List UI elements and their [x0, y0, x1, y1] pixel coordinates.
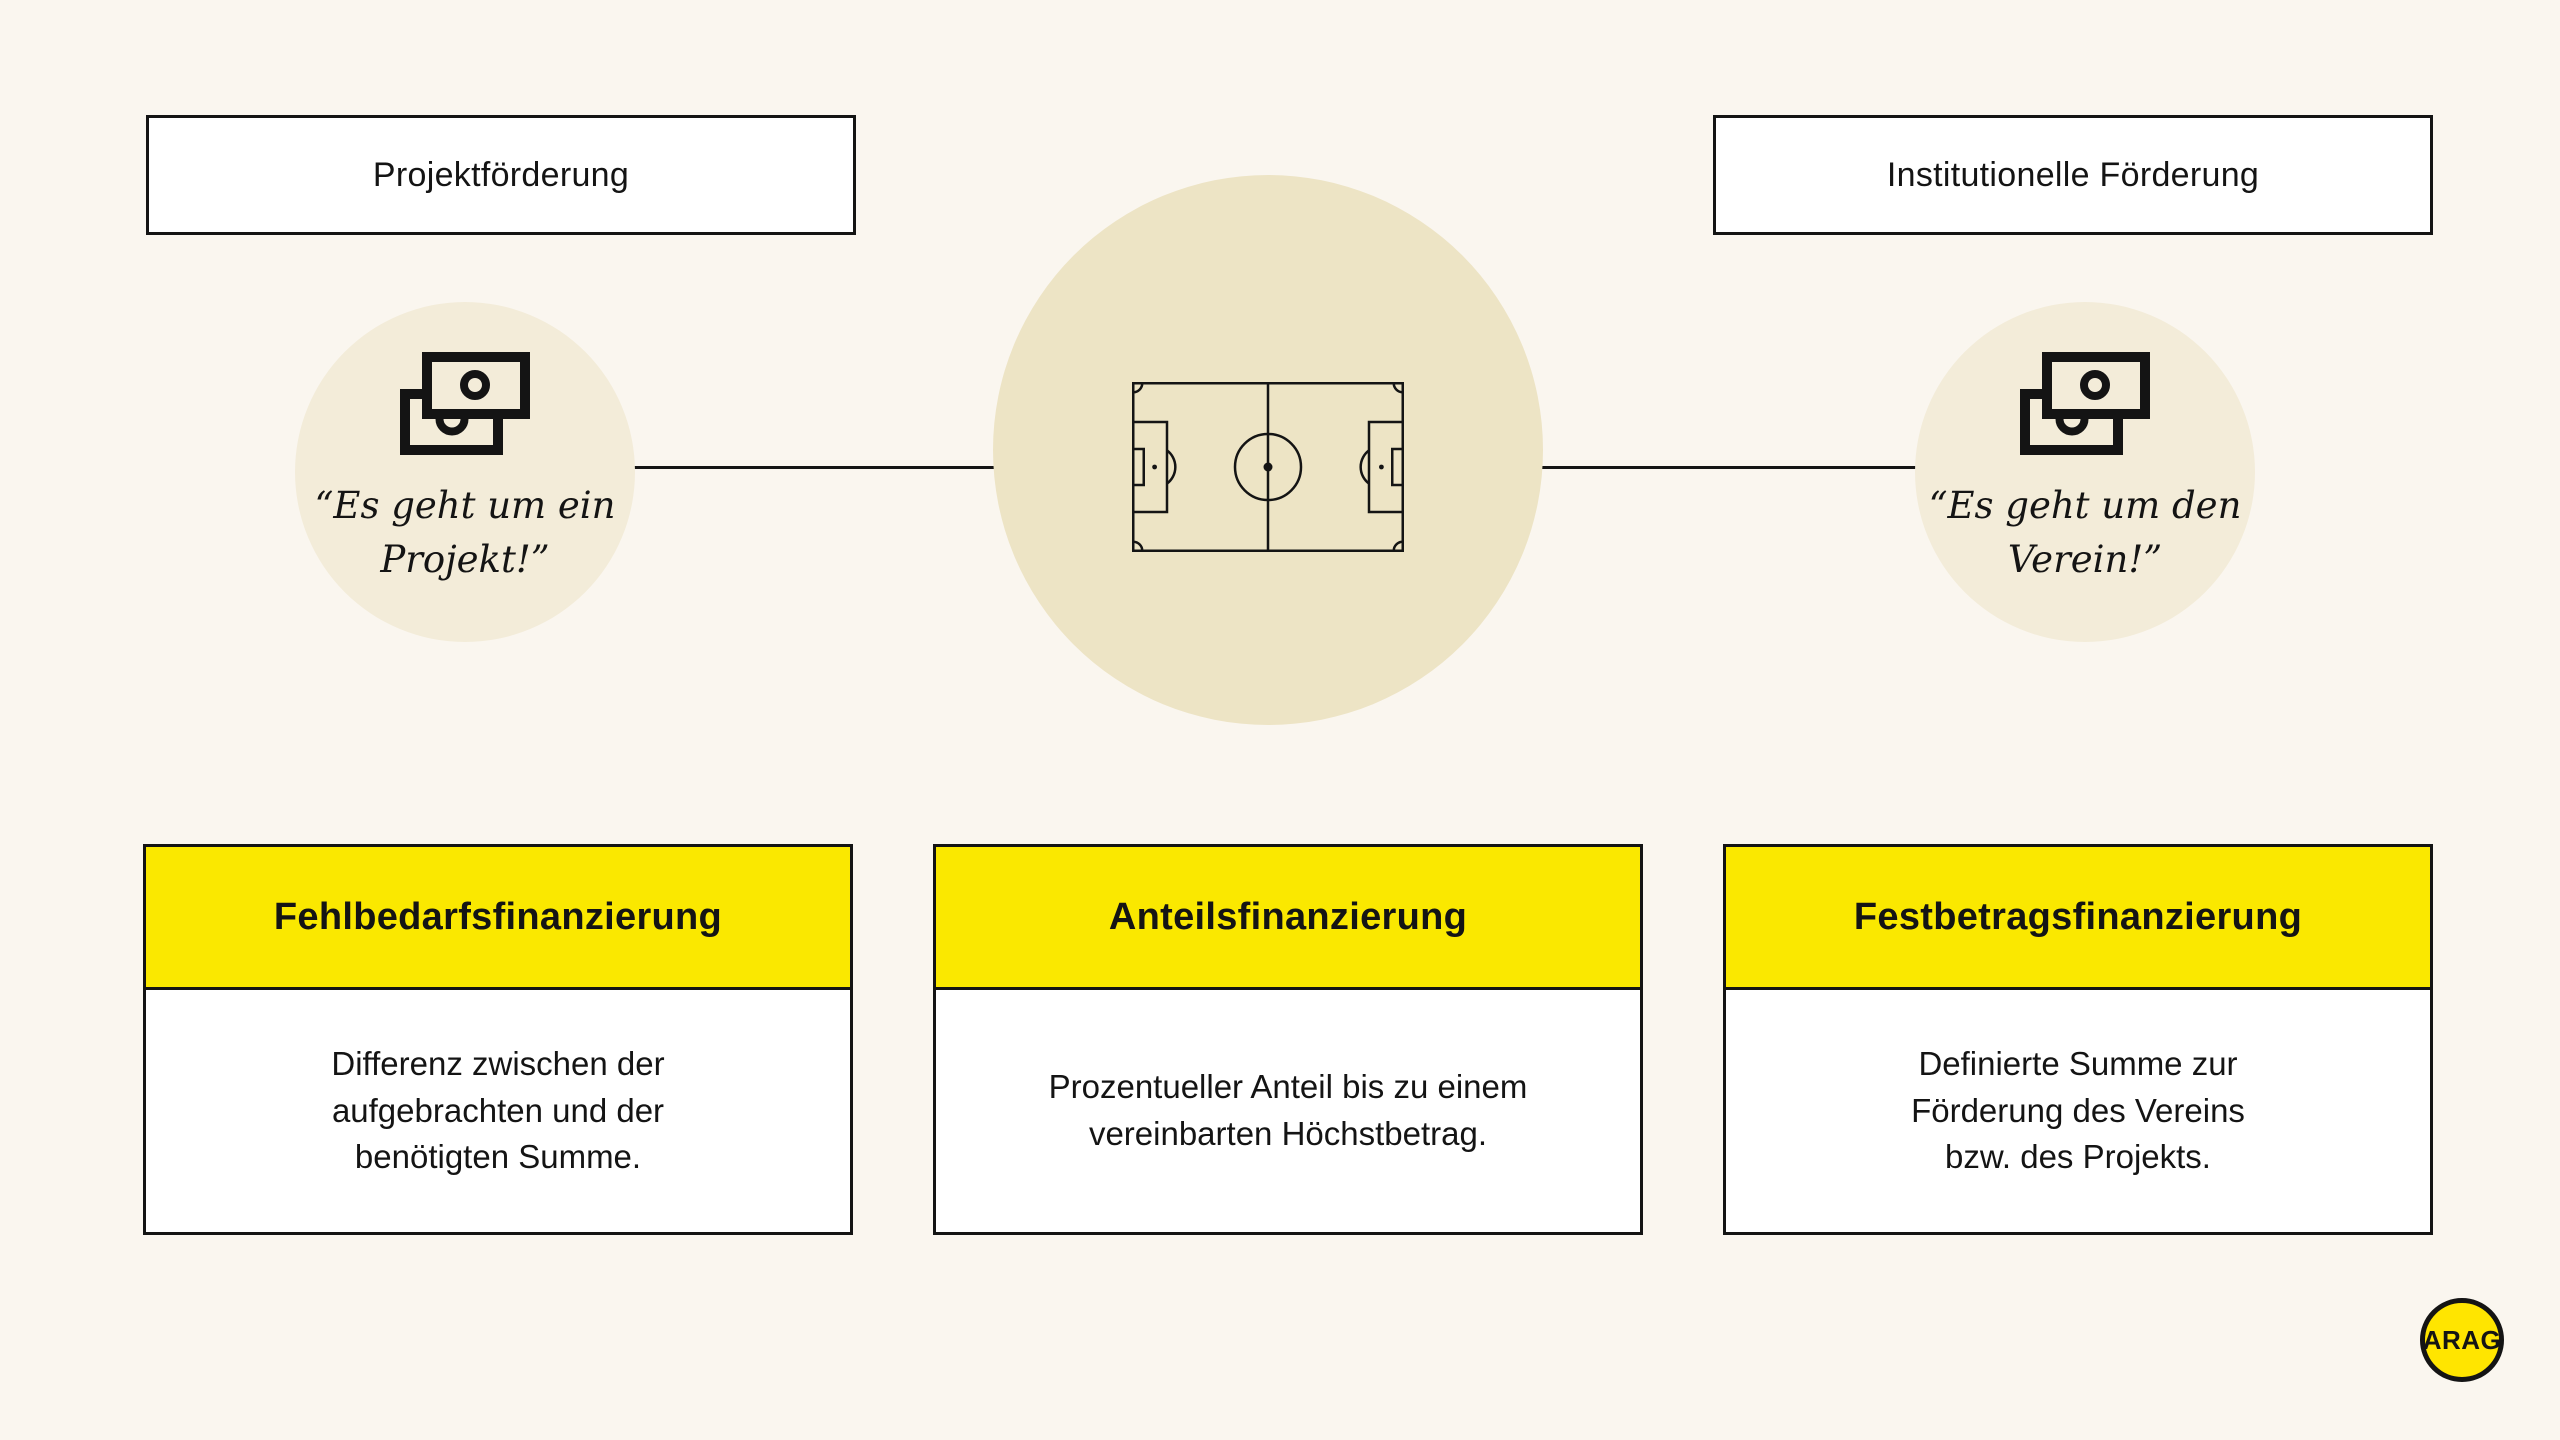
label-projektfoerderung-text: Projektförderung	[372, 155, 630, 194]
card-title-festbetragsfinanzierung: Festbetragsfinanzierung	[1726, 847, 2430, 990]
card-festbetragsfinanzierung: Festbetragsfinanzierung Definierte Summe…	[1723, 844, 2433, 1235]
football-circle	[993, 175, 1543, 725]
card-body-festbetragsfinanzierung: Definierte Summe zur Förderung des Verei…	[1911, 1044, 2245, 1176]
banknotes-icon	[400, 352, 530, 455]
card-body-fehlbedarfsfinanzierung: Differenz zwischen der aufgebrachten und…	[331, 1044, 665, 1176]
arag-logo-text: ARAG	[2422, 1324, 2502, 1355]
label-institutionelle-foerderung: Institutionelle Förderung	[1713, 115, 2433, 235]
label-projektfoerderung: Projektförderung	[146, 115, 856, 235]
card-title-anteilsfinanzierung: Anteilsfinanzierung	[936, 847, 1640, 990]
football-pitch-icon	[1132, 382, 1404, 552]
bubble-projekt: “Es geht um ein Projekt!”	[295, 302, 635, 642]
card-anteilsfinanzierung: Anteilsfinanzierung Prozentueller Anteil…	[933, 844, 1643, 1235]
bubble-verein: “Es geht um den Verein!”	[1915, 302, 2255, 642]
card-title-fehlbedarfsfinanzierung: Fehlbedarfsfinanzierung	[146, 847, 850, 990]
quote-verein: “Es geht um den Verein!”	[1928, 484, 2242, 582]
quote-projekt: “Es geht um ein Projekt!”	[314, 484, 616, 582]
arag-logo: ARAG	[2420, 1298, 2504, 1382]
card-body-anteilsfinanzierung: Prozentueller Anteil bis zu einem verein…	[1048, 1068, 1528, 1152]
banknotes-icon	[2020, 352, 2150, 455]
card-fehlbedarfsfinanzierung: Fehlbedarfsfinanzierung Differenz zwisch…	[143, 844, 853, 1235]
label-institutionelle-foerderung-text: Institutionelle Förderung	[1886, 155, 2260, 194]
